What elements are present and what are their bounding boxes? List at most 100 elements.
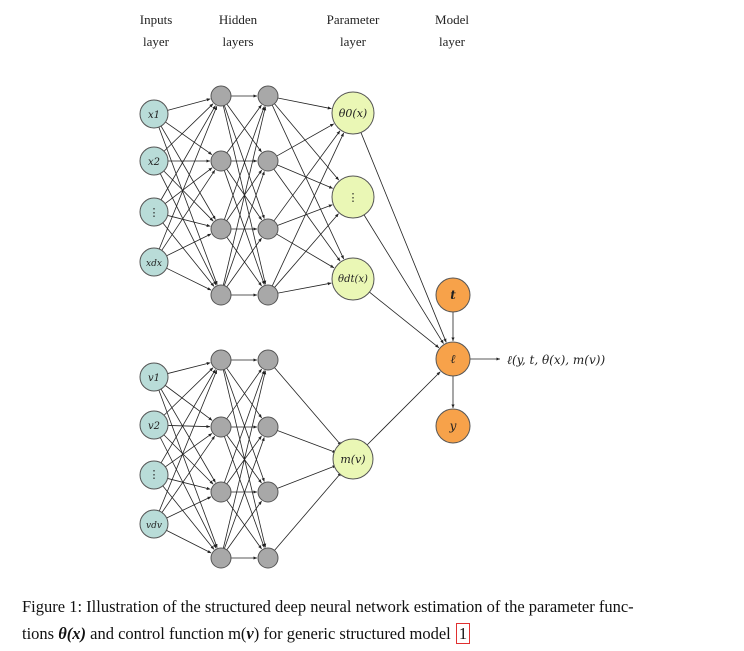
parameter-node-0 [331, 91, 375, 135]
node-m-label: m(v) [340, 453, 365, 466]
node-labels: x1 x2 ⋮ xdx θ0(x) ⋮ θdt(x) v1 v2 ⋮ vdv m… [146, 107, 457, 531]
header-hidden-line2: layers [222, 34, 253, 49]
edge-arrow [163, 170, 214, 222]
input-node-v-1 [139, 410, 169, 440]
hidden-node-x2-0 [257, 85, 279, 107]
input-node-x-2 [139, 197, 169, 227]
edge-arrow [360, 132, 447, 343]
edge-arrow [162, 485, 215, 550]
edge-arrow [161, 169, 216, 251]
caption-line2-a: tions [22, 624, 59, 643]
node-t-label: t [450, 288, 456, 302]
edge-arrow [274, 103, 340, 181]
edge-arrow [166, 233, 212, 257]
edge-arrow [271, 104, 345, 260]
hidden-node-v2-3 [257, 547, 279, 569]
edge-arrow [223, 106, 265, 220]
parameter-node-1 [331, 175, 375, 219]
input-node-x-0 [139, 99, 169, 129]
node-vdv-label: vdv [146, 521, 162, 531]
edge-arrow [167, 362, 211, 374]
model-node-y [435, 408, 471, 444]
edge-arrow [222, 370, 267, 549]
edge-arrow [164, 385, 213, 421]
edge-arrow [159, 173, 217, 286]
edge-arrow [363, 214, 444, 344]
node-y-label: y [449, 419, 457, 433]
header-model-line2: layer [439, 34, 466, 49]
edge-arrow [226, 368, 263, 420]
node-xdx-label: xdx [146, 259, 162, 269]
edge-arrow [369, 291, 440, 349]
column-headers: Inputs layer Hidden layers Parameter lay… [140, 12, 470, 49]
header-inputs-line2: layer [143, 34, 170, 49]
edge-arrow [277, 97, 332, 110]
header-parameter-line1: Parameter [327, 12, 380, 27]
edge-arrow [273, 168, 341, 262]
edge-arrow [166, 267, 212, 291]
hidden-node-v1-2 [210, 481, 232, 503]
edge-arrow [271, 132, 345, 287]
hidden-node-x2-2 [257, 218, 279, 240]
edge-arrow [166, 529, 212, 554]
nodes [139, 85, 471, 569]
edge-arrow [223, 370, 265, 483]
edge-arrow [364, 371, 441, 448]
edge-arrow [158, 389, 218, 548]
node-v2-label: v2 [148, 421, 160, 432]
caption-equation-ref-link[interactable]: 1 [455, 623, 471, 644]
edge-arrow [165, 433, 213, 468]
edge-arrow [222, 106, 267, 286]
network-diagram: Inputs layer Hidden layers Parameter lay… [139, 12, 605, 569]
hidden-node-x1-0 [210, 85, 232, 107]
edge-arrow [273, 130, 341, 222]
hidden-node-x1-2 [210, 218, 232, 240]
hidden-node-x2-1 [257, 150, 279, 172]
hidden-node-v1-0 [210, 349, 232, 371]
edge-arrow [160, 105, 216, 201]
edge-arrow [274, 472, 342, 551]
caption-v: v [246, 624, 254, 643]
edge-arrow [277, 282, 332, 294]
edge-arrow [162, 222, 215, 287]
input-node-v-0 [139, 362, 169, 392]
node-v1-label: v1 [148, 373, 160, 384]
edge-arrow [277, 430, 337, 454]
edge-arrow [276, 233, 335, 269]
edge-arrow [160, 369, 216, 464]
edge-arrow [158, 370, 218, 512]
edge-arrow [163, 367, 214, 416]
node-xdots-label: ⋮ [149, 206, 160, 219]
node-vdots-label: ⋮ [149, 468, 160, 481]
edge-arrow [226, 103, 262, 153]
node-thetadots-label: ⋮ [348, 191, 359, 204]
edge-arrow [226, 500, 262, 551]
parameter-node-2 [331, 257, 375, 301]
edge-arrow [163, 103, 214, 152]
hidden-node-v2-2 [257, 481, 279, 503]
edge-arrow [159, 437, 217, 549]
node-thetadt-label: θdt(x) [338, 274, 368, 285]
edge-arrow [165, 121, 213, 156]
caption-line2-c: ) for generic structured model [253, 624, 455, 643]
edge-arrow [277, 164, 333, 189]
input-node-x-3 [139, 247, 169, 277]
node-x2-label: x2 [148, 157, 160, 168]
header-model-line1: Model [435, 12, 469, 27]
node-ell-label: ℓ [451, 352, 456, 366]
edge-arrow [167, 424, 211, 429]
model-node-t [435, 277, 471, 313]
edge-arrow [224, 437, 265, 549]
edge-arrow [226, 237, 262, 288]
output-label: ℓ(y, t, θ(x), m(v)) [507, 353, 605, 367]
model-node-loss [435, 341, 471, 377]
input-node-v-3 [139, 509, 169, 539]
caption-line2-b: and control function m( [86, 624, 247, 643]
node-theta0-label: θ0(x) [339, 107, 367, 120]
input-node-v-2 [139, 460, 169, 490]
caption-line1: Figure 1: Illustration of the structured… [22, 597, 634, 616]
edge-arrow [160, 388, 216, 483]
edge-arrow [167, 478, 211, 490]
edge-arrow [274, 213, 339, 288]
edge-arrow [276, 123, 335, 157]
